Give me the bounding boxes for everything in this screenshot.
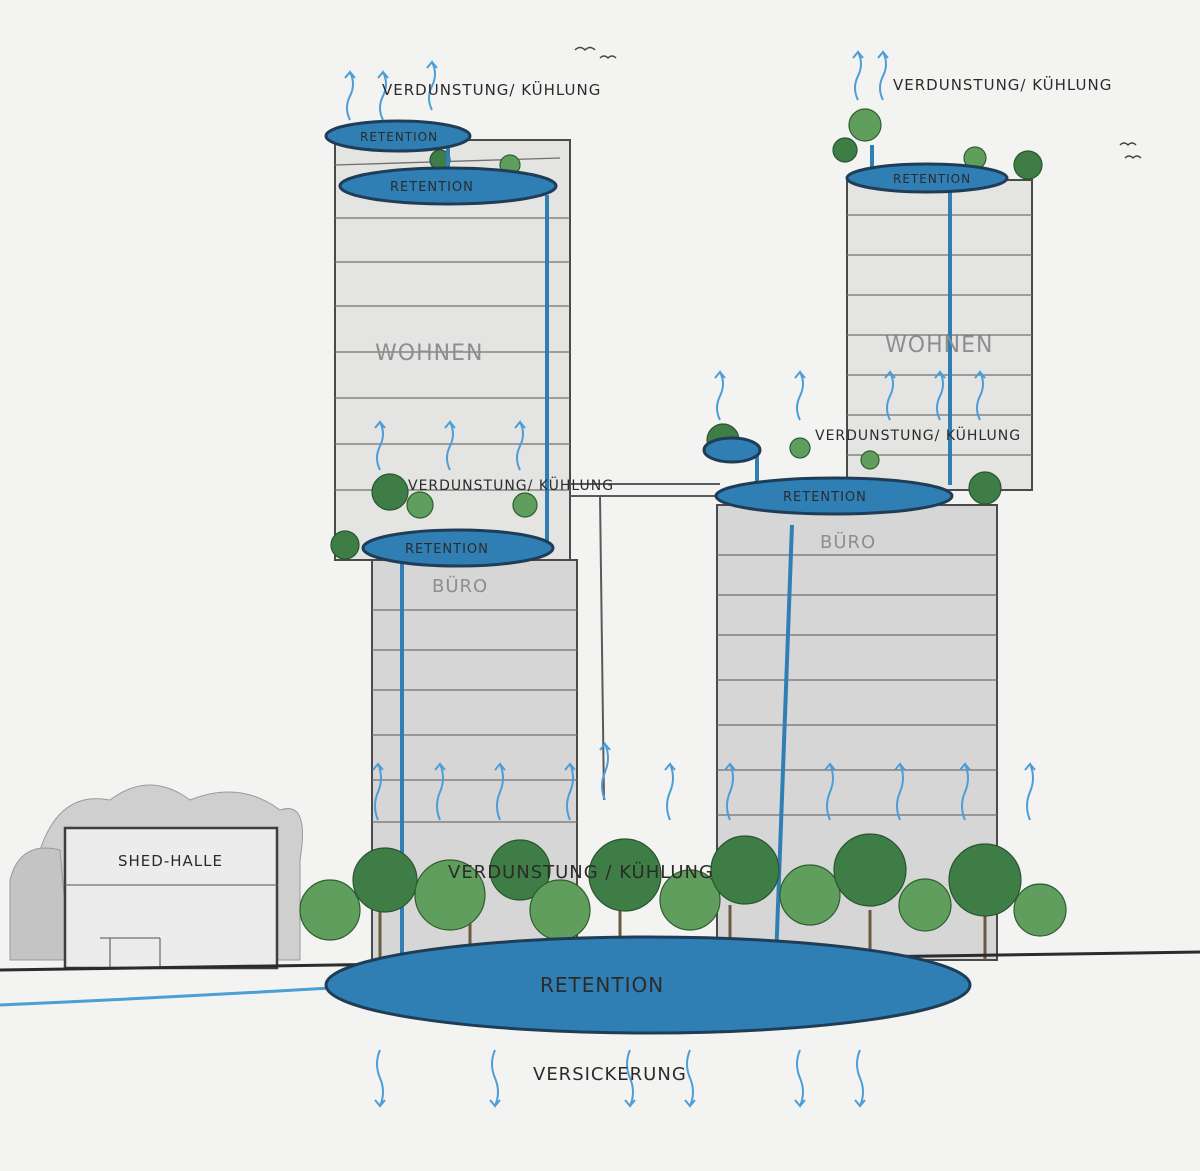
label-retention-left-podium: RETENTION [405, 542, 489, 557]
label-evaporation-right-podium: VERDUNSTUNG/ KÜHLUNG [815, 426, 1021, 444]
label-retention-ground: RETENTION [540, 973, 664, 997]
label-retention-left-top-2: RETENTION [390, 180, 474, 195]
label-retention-right-top: RETENTION [893, 172, 971, 186]
label-evaporation-left-tower: VERDUNSTUNG/ KÜHLUNG [382, 80, 601, 99]
label-evaporation-left-podium: VERDUNSTUNG/ KÜHLUNG [408, 476, 614, 494]
pool-right-small [704, 438, 760, 462]
label-retention-left-top-1: RETENTION [360, 130, 438, 144]
label-buero-left: BÜRO [432, 575, 488, 597]
label-buero-right: BÜRO [820, 531, 876, 553]
label-versickerung: VERSICKERUNG [533, 1064, 687, 1085]
label-wohnen-left: WOHNEN [375, 341, 483, 366]
label-retention-right-podium: RETENTION [783, 490, 867, 505]
label-evaporation-ground: VERDUNSTUNG / KÜHLUNG [448, 861, 714, 883]
sky-bridge [570, 484, 720, 800]
label-evaporation-right-tower: VERDUNSTUNG/ KÜHLUNG [893, 75, 1112, 94]
birds [575, 48, 1141, 159]
shed-halle-building [10, 785, 303, 968]
label-shed-halle: SHED-HALLE [118, 852, 223, 870]
label-wohnen-right: WOHNEN [885, 333, 993, 358]
